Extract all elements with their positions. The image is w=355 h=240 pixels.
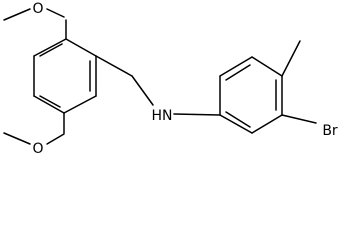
left-benzene-ring (33, 38, 97, 114)
bromo-substituent: Br (281, 114, 338, 139)
bond (33, 38, 67, 57)
bond (3, 8, 31, 21)
bond (251, 114, 283, 134)
bond (95, 55, 133, 77)
bond (46, 8, 65, 18)
methyl-substituent (281, 40, 301, 77)
bond (251, 56, 283, 77)
benzylamine-linker: HN (95, 55, 221, 124)
bond (281, 40, 301, 77)
methoxy-top: O (3, 1, 67, 40)
oxygen-label: O (32, 1, 43, 17)
bond (46, 133, 65, 145)
double-bond-inner (39, 43, 63, 57)
double-bond-inner (39, 95, 61, 108)
bond (65, 38, 97, 57)
bond (3, 132, 31, 145)
oxygen-label: O (32, 141, 43, 155)
bond (173, 113, 221, 116)
methoxy-bottom: O (3, 112, 65, 155)
right-benzene-ring (219, 56, 283, 134)
bromine-label: Br (322, 123, 338, 139)
double-bond-inner (225, 64, 251, 81)
amine-label: HN (152, 108, 173, 124)
bond (131, 75, 154, 106)
bond (219, 114, 253, 134)
bond (33, 95, 65, 114)
bond (219, 56, 253, 77)
molecule-diagram: O O HN Br (3, 1, 338, 155)
double-bond-inner (225, 111, 251, 128)
bond (63, 95, 97, 114)
bond (281, 114, 317, 124)
